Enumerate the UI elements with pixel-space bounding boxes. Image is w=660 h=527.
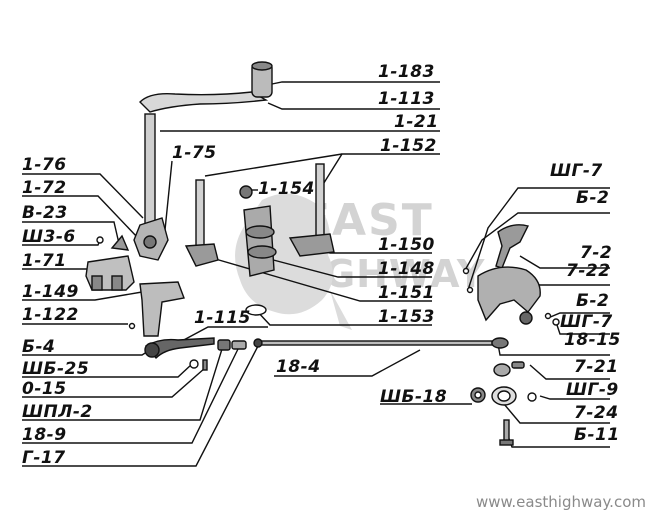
label-1-150: 1-150 <box>378 235 435 255</box>
label-1-71: 1-71 <box>22 251 67 271</box>
leader-lines <box>22 81 610 467</box>
label-0-15: 0-15 <box>22 379 67 399</box>
label-1-21: 1-21 <box>394 112 439 132</box>
label-18-4: 18-4 <box>276 357 321 377</box>
label-1-72: 1-72 <box>22 178 67 198</box>
label-1-148: 1-148 <box>378 259 435 279</box>
label-18-15: 18-15 <box>564 330 621 350</box>
label-1-75: 1-75 <box>172 143 217 163</box>
gear-lever-knob <box>495 224 530 269</box>
label-shg-7-bottom: ШГ-7 <box>560 312 613 332</box>
bracket-1-149 <box>139 281 185 337</box>
label-b-2-bottom: Б-2 <box>576 291 610 311</box>
label-shpl-2: ШПЛ-2 <box>22 402 93 422</box>
label-1-149: 1-149 <box>22 282 79 302</box>
label-shg-7-top: ШГ-7 <box>550 161 603 181</box>
label-b-23: В-23 <box>22 203 68 223</box>
label-g-17: Г-17 <box>22 448 66 468</box>
label-1-153: 1-153 <box>378 307 435 327</box>
label-b-4: Б-4 <box>22 337 56 357</box>
label-7-2: 7-2 <box>580 243 613 263</box>
parts <box>85 61 560 446</box>
label-7-24: 7-24 <box>574 403 619 423</box>
lever-1-115 <box>144 337 215 360</box>
rod-left <box>195 179 205 253</box>
crank-arm <box>139 91 269 113</box>
label-1-122: 1-122 <box>22 305 79 325</box>
label-1-113: 1-113 <box>378 89 435 109</box>
washer-1-153 <box>245 304 267 316</box>
label-1-151: 1-151 <box>378 283 435 303</box>
label-1-152: 1-152 <box>380 136 437 156</box>
label-b-11: Б-11 <box>574 425 620 445</box>
label-shb-18: ШБ-18 <box>380 387 448 407</box>
label-1-76: 1-76 <box>22 155 67 175</box>
label-shb-25: ШБ-25 <box>22 359 90 379</box>
shaft <box>144 113 156 227</box>
label-18-9: 18-9 <box>22 425 67 445</box>
bolt-b-11 <box>503 419 510 443</box>
center-shaft <box>243 205 275 277</box>
label-sh3-6: Ш3-6 <box>22 227 76 247</box>
watermark-url: www.easthighway.com <box>475 493 646 511</box>
label-7-22: 7-22 <box>566 261 611 281</box>
label-1-154: 1-154 <box>258 179 315 199</box>
label-b-2-top: Б-2 <box>576 188 610 208</box>
label-7-21: 7-21 <box>574 357 619 377</box>
rod-18-4 <box>257 340 493 346</box>
label-1-183: 1-183 <box>378 62 435 82</box>
washer-1-154 <box>239 185 253 199</box>
gear-lever-bracket <box>477 266 541 322</box>
label-shg-9: ШГ-9 <box>566 380 619 400</box>
label-1-115: 1-115 <box>194 308 251 328</box>
